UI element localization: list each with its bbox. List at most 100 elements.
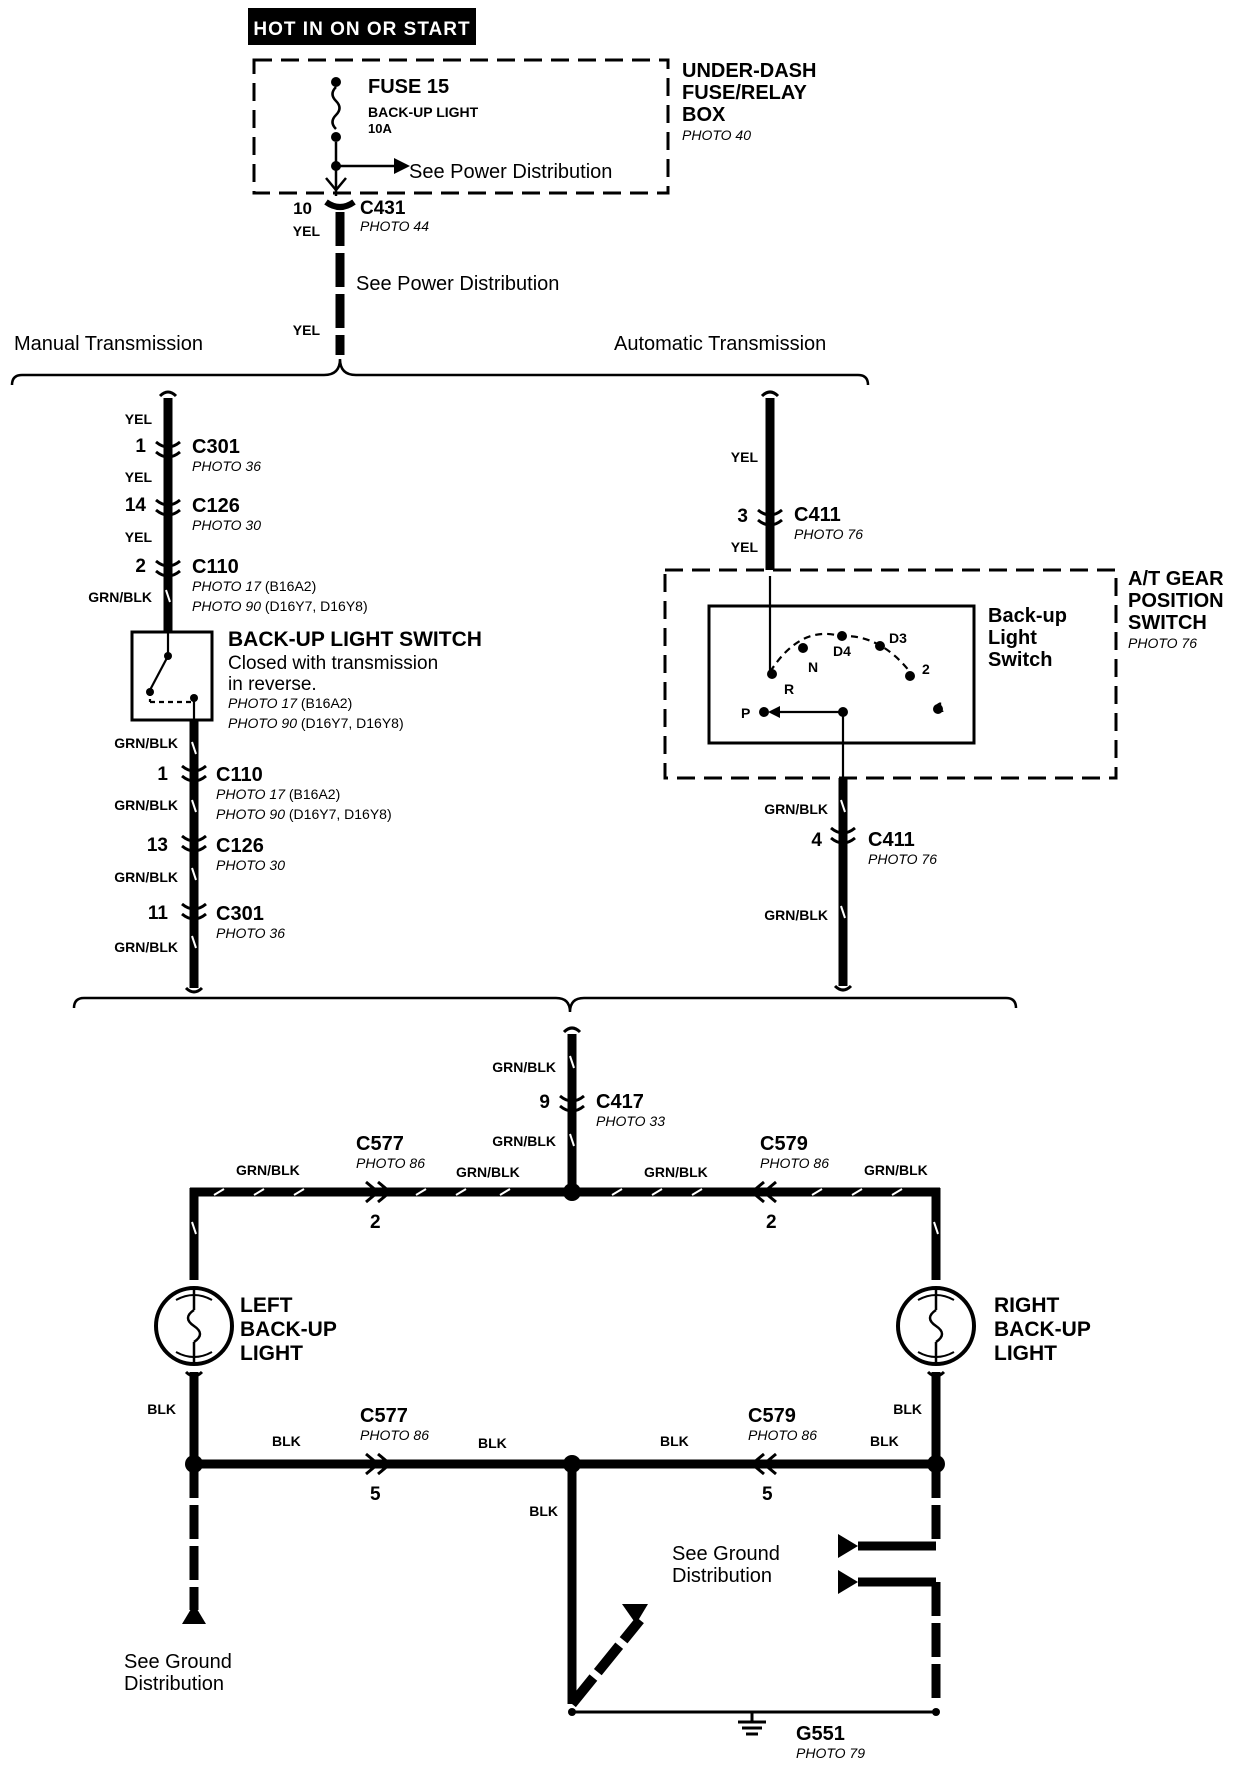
- right-light-gnd-wire-label: BLK: [893, 1401, 922, 1417]
- gear-switch-photo: PHOTO 76: [1128, 635, 1197, 651]
- gear-pos-d4: D4: [833, 643, 851, 659]
- inner-switch-label-3: Switch: [988, 649, 1052, 671]
- c577-top-photo: PHOTO 86: [356, 1155, 425, 1171]
- manual-c110-top-name: C110: [192, 556, 239, 578]
- manual-c110-bot-photo1: PHOTO 17 (B16A2): [216, 786, 340, 802]
- gear-pos-2: 2: [922, 661, 930, 677]
- manual-connector-c301-top: [155, 440, 181, 459]
- gear-pos-d3: D3: [889, 630, 907, 646]
- gear-selector-contacts: [759, 576, 943, 778]
- manual-c126-top-name: C126: [192, 495, 240, 517]
- manual-wire-yel-1: YEL: [125, 411, 153, 427]
- switch-title: BACK-UP LIGHT SWITCH: [228, 628, 482, 651]
- manual-wire-grn-4: GRN/BLK: [114, 869, 178, 885]
- common-feed-wire: [559, 1026, 585, 1201]
- gear-switch-title-2: POSITION: [1128, 590, 1224, 612]
- left-backup-light: [154, 1286, 234, 1366]
- backup-light-switch-box: [130, 630, 214, 722]
- g551-name: G551: [796, 1723, 845, 1745]
- gear-pos-p: P: [741, 705, 750, 721]
- manual-c110-top-photo1: PHOTO 17 (B16A2): [192, 578, 316, 594]
- fuse-15: [325, 77, 410, 196]
- right-light-label-2: BACK-UP: [994, 1318, 1091, 1341]
- hot-banner-text: HOT IN ON OR START: [253, 19, 470, 40]
- manual-wire-grn-2: GRN/BLK: [114, 735, 178, 751]
- manual-wire-grn-3: GRN/BLK: [114, 797, 178, 813]
- c579-top-photo: PHOTO 86: [760, 1155, 829, 1171]
- manual-wire-grn-1: GRN/BLK: [88, 589, 152, 605]
- auto-c411-top-name: C411: [794, 504, 841, 526]
- see-ground-right-1: See Ground: [672, 1543, 780, 1565]
- manual-c110-top-pin: 2: [135, 556, 146, 577]
- auto-wire-bottom: [830, 778, 856, 992]
- fuse-label: FUSE 15: [368, 76, 449, 98]
- c417-pin: 9: [539, 1092, 550, 1113]
- center-feed-wire-label-r: GRN/BLK: [644, 1164, 708, 1180]
- trunk-wire-label: YEL: [293, 322, 321, 338]
- right-light-label-3: LIGHT: [994, 1342, 1057, 1365]
- gear-pos-n: N: [808, 659, 818, 675]
- c577-bot-pin: 5: [370, 1484, 381, 1505]
- gnd-horizontal-label-2: BLK: [478, 1435, 507, 1451]
- fuse-box-photo: PHOTO 40: [682, 127, 751, 143]
- manual-connector-c110-top: [155, 559, 181, 603]
- auto-wire-yel-1: YEL: [731, 449, 759, 465]
- auto-wire-grn-1: GRN/BLK: [764, 801, 828, 817]
- branch-brace-top: [10, 358, 870, 386]
- auto-wire-grn-2: GRN/BLK: [764, 907, 828, 923]
- manual-wire-yel-2: YEL: [125, 469, 153, 485]
- gnd-horizontal-label-3: BLK: [660, 1433, 689, 1449]
- auto-c411-bot-pin: 4: [811, 830, 822, 851]
- automatic-transmission-label: Automatic Transmission: [614, 333, 826, 355]
- manual-connector-c126-top: [155, 498, 181, 517]
- c579-bot-pin: 5: [762, 1484, 773, 1505]
- left-light-gnd-wire-label: BLK: [147, 1401, 176, 1417]
- inner-switch-label-1: Back-up: [988, 605, 1067, 627]
- right-feed-wire-label: GRN/BLK: [864, 1162, 928, 1178]
- manual-wire-grn-5: GRN/BLK: [114, 939, 178, 955]
- manual-c301-bot-name: C301: [216, 903, 264, 925]
- manual-wire-yel-3: YEL: [125, 529, 153, 545]
- manual-c110-bot-name: C110: [216, 764, 263, 786]
- fuse-box-title-2: FUSE/RELAY: [682, 82, 808, 104]
- see-power-distribution-box: See Power Distribution: [409, 161, 612, 183]
- manual-connector-c126-bottom: [181, 834, 207, 853]
- fuse-box-title-3: BOX: [682, 104, 726, 126]
- manual-connector-c110-bottom: [181, 764, 207, 783]
- lights-feed-horizontal: [189, 1180, 941, 1280]
- c577-top-pin: 2: [370, 1212, 381, 1233]
- manual-c126-top-pin: 14: [125, 495, 147, 516]
- c431-name: C431: [360, 198, 406, 219]
- at-gear-position-switch-outline: [663, 568, 1118, 780]
- inner-switch-label-2: Light: [988, 627, 1037, 649]
- c417-wire-1: GRN/BLK: [492, 1059, 556, 1075]
- c579-bot-name: C579: [748, 1405, 796, 1427]
- fuse-relay-box-outline: [252, 58, 670, 195]
- left-feed-wire-label: GRN/BLK: [236, 1162, 300, 1178]
- manual-connector-c301-bottom: [181, 902, 207, 921]
- g551-photo: PHOTO 79: [796, 1745, 865, 1761]
- left-light-label-3: LIGHT: [240, 1342, 303, 1365]
- manual-c301-bot-pin: 11: [148, 903, 169, 924]
- manual-c126-bot-pin: 13: [147, 835, 168, 856]
- manual-c110-bot-pin: 1: [157, 764, 168, 785]
- right-light-label-1: RIGHT: [994, 1294, 1060, 1317]
- fuse-rating: 10A: [368, 121, 392, 136]
- gear-switch-title-3: SWITCH: [1128, 612, 1207, 634]
- center-feed-wire-label-l: GRN/BLK: [456, 1164, 520, 1180]
- see-ground-right-2: Distribution: [672, 1565, 772, 1587]
- manual-c110-top-photo2: PHOTO 90 (D16Y7, D16Y8): [192, 598, 368, 614]
- c577-bot-photo: PHOTO 86: [360, 1427, 429, 1443]
- branch-brace-bottom: [72, 996, 1018, 1013]
- fuse-box-title-1: UNDER-DASH: [682, 60, 816, 82]
- manual-c301-top-pin: 1: [135, 436, 146, 457]
- fuse-name: BACK-UP LIGHT: [368, 104, 479, 120]
- manual-c110-bot-photo2: PHOTO 90 (D16Y7, D16Y8): [216, 806, 392, 822]
- auto-c411-bot-name: C411: [868, 829, 915, 851]
- c431-pin: 10: [293, 199, 312, 218]
- gear-switch-title-1: A/T GEAR: [1128, 568, 1224, 590]
- gear-pos-1: 1: [936, 699, 944, 715]
- right-backup-light: [896, 1286, 976, 1366]
- c577-top-name: C577: [356, 1133, 404, 1155]
